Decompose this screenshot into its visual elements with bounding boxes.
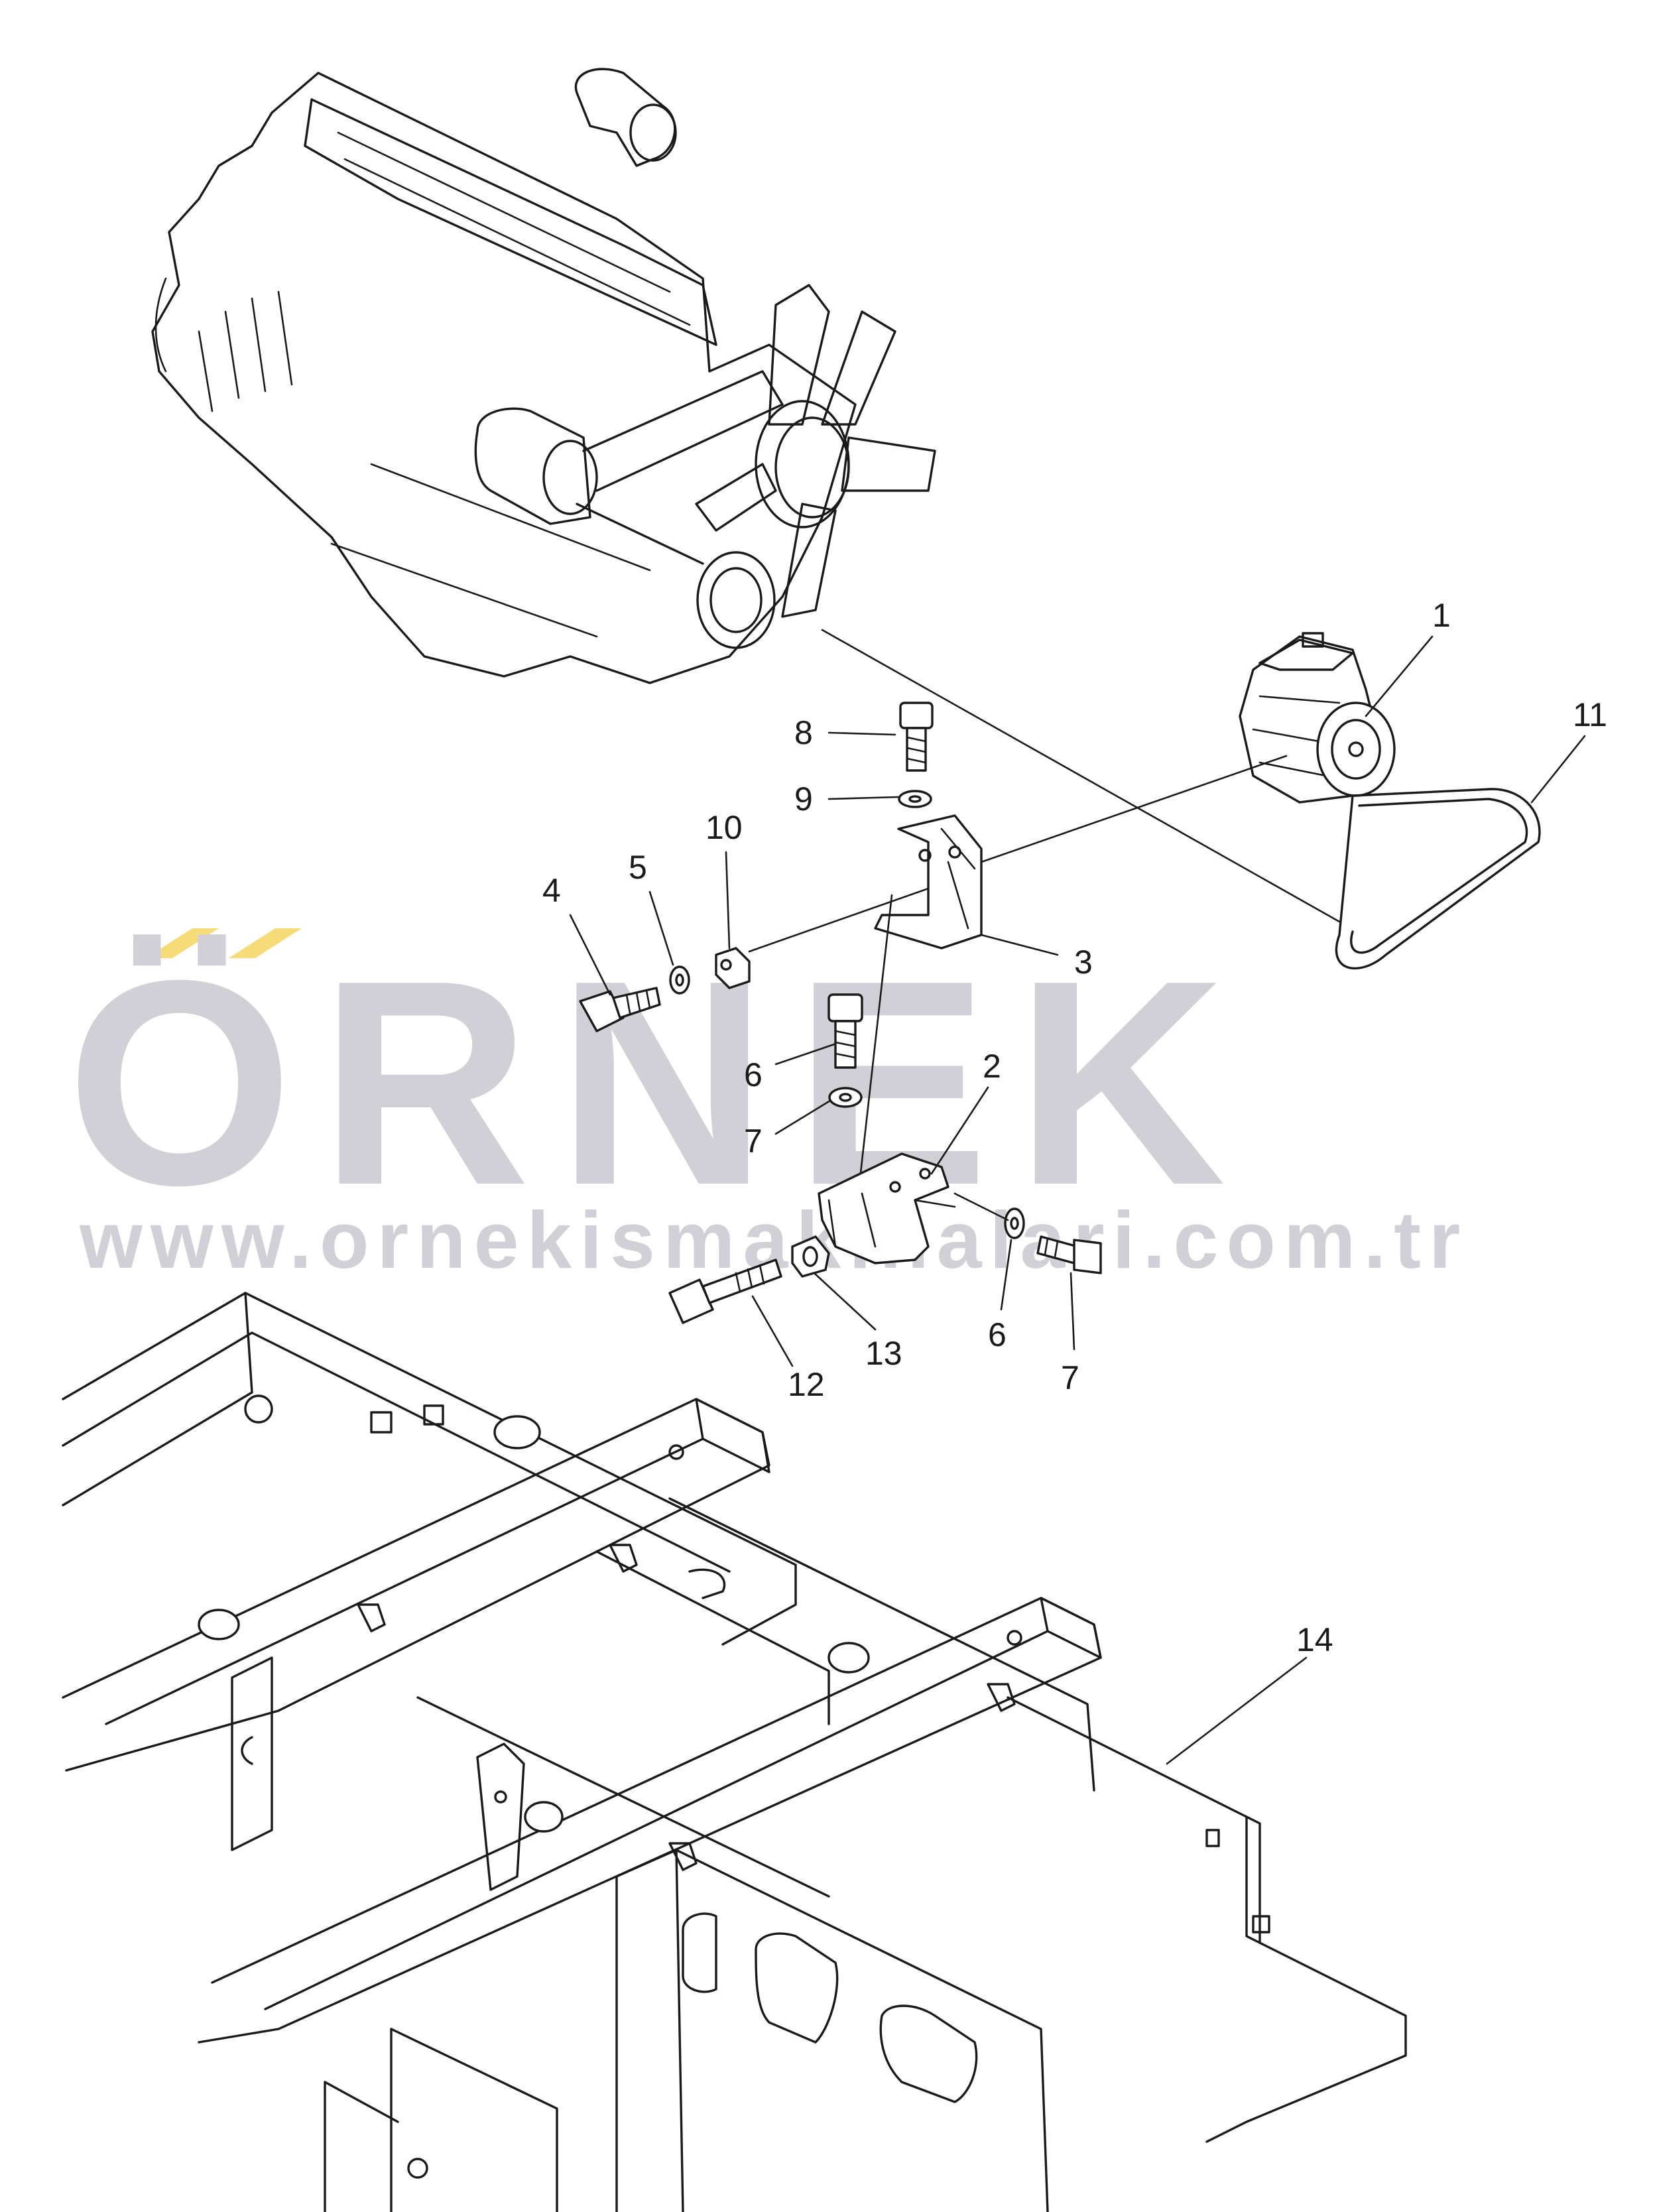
clip-10 bbox=[715, 947, 751, 989]
engine-assembly bbox=[151, 68, 1341, 923]
washer-6-lower bbox=[1004, 1207, 1025, 1239]
drive-belt bbox=[1335, 788, 1541, 970]
bolt-7-lower bbox=[1036, 1235, 1102, 1274]
callout-7-upper: 7 bbox=[744, 1123, 763, 1160]
watermark-accent-left bbox=[146, 928, 219, 958]
callouts: 1 11 8 9 10 5 4 3 2 6 7 12 13 6 7 14 bbox=[542, 597, 1607, 1658]
callout-14: 14 bbox=[1296, 1621, 1333, 1658]
watermark-accent-right bbox=[229, 928, 302, 958]
watermark: ÖRNEK www.ornekismakinalari.com.tr bbox=[66, 920, 1460, 1285]
washer-5 bbox=[669, 965, 690, 995]
bolt-8 bbox=[899, 702, 934, 772]
callout-5: 5 bbox=[629, 849, 647, 886]
callout-6-upper: 6 bbox=[744, 1056, 763, 1093]
leader-lines bbox=[569, 635, 1586, 1765]
washer-9 bbox=[898, 790, 932, 808]
callout-4: 4 bbox=[542, 872, 561, 909]
callout-12: 12 bbox=[788, 1366, 825, 1403]
lower-bracket bbox=[818, 1152, 956, 1264]
callout-13: 13 bbox=[865, 1335, 902, 1372]
bolt-4 bbox=[579, 987, 661, 1032]
callout-7-lower: 7 bbox=[1061, 1359, 1079, 1396]
callout-2: 2 bbox=[983, 1048, 1001, 1085]
callout-10: 10 bbox=[705, 809, 743, 846]
watermark-brand: ÖRNEK bbox=[66, 920, 1253, 1246]
callout-11: 11 bbox=[1573, 696, 1607, 733]
callout-9: 9 bbox=[794, 780, 813, 818]
bolt-12 bbox=[668, 1259, 782, 1324]
callout-1: 1 bbox=[1432, 597, 1451, 634]
bolt-6-upper bbox=[827, 993, 863, 1069]
air-compressor bbox=[980, 632, 1396, 863]
upper-bracket bbox=[874, 814, 983, 950]
nut-13 bbox=[791, 1235, 830, 1278]
callout-8: 8 bbox=[794, 714, 813, 751]
callout-6-lower: 6 bbox=[988, 1316, 1007, 1353]
main-frame bbox=[62, 1292, 1407, 2212]
callout-3: 3 bbox=[1074, 944, 1093, 981]
washer-7-upper bbox=[828, 1087, 863, 1108]
